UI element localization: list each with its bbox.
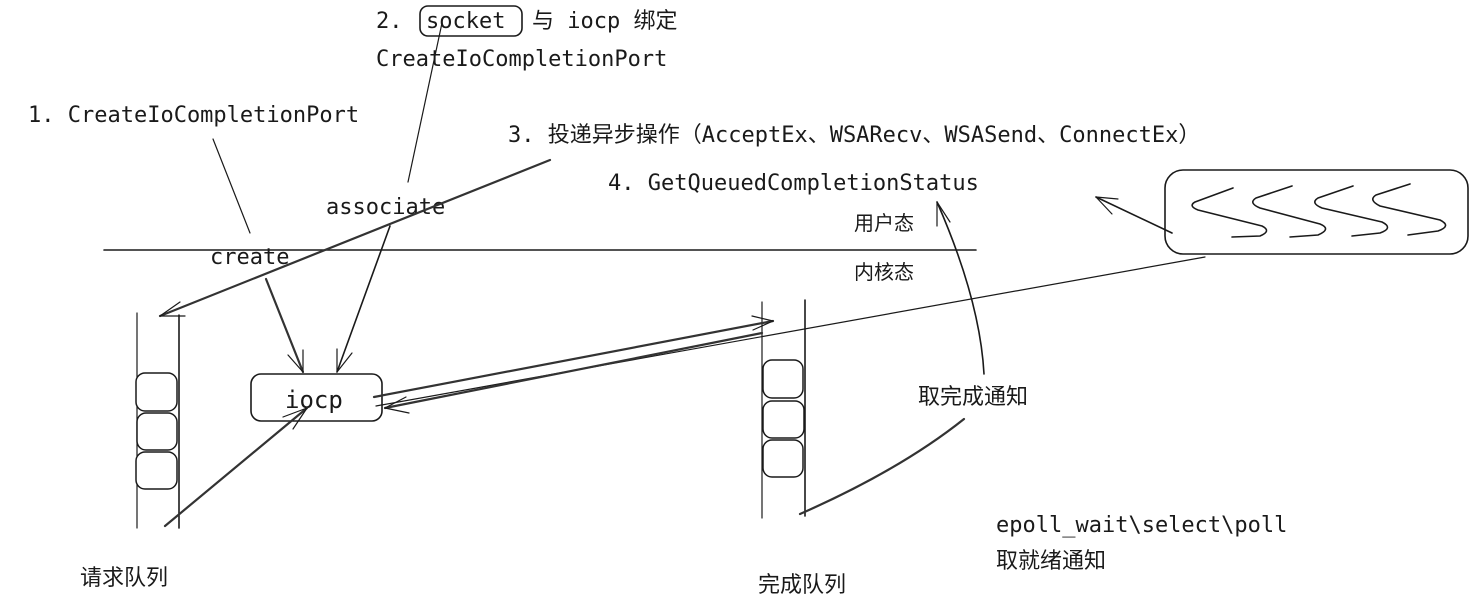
associate-arrow — [336, 225, 391, 373]
step3-text: 3. 投递异步操作（AcceptEx、WSARecv、WSASend、Conne… — [508, 123, 1200, 148]
threads-to-gqcs-arrow — [1095, 196, 1173, 234]
user-mode-label: 用户态 — [854, 211, 914, 235]
thread-pool-zigzag-icon — [1164, 169, 1469, 255]
arrowhead-icon — [287, 349, 304, 373]
completion-queue — [761, 299, 806, 519]
create-arrow — [264, 277, 305, 374]
step2-suffix: 与 iocp 绑定 — [532, 9, 677, 34]
request-queue-label: 请求队列 — [80, 566, 168, 591]
associate-label: associate — [326, 195, 445, 220]
step4-text: 4. GetQueuedCompletionStatus — [608, 171, 979, 196]
completion-slot — [762, 400, 805, 439]
request-to-iocp-arrow — [163, 406, 309, 528]
fetch-completion-label: 取完成通知 — [918, 385, 1028, 410]
completion-to-iocp-arrow — [383, 331, 764, 410]
socket-box — [419, 5, 523, 37]
completion-queue-label: 完成队列 — [758, 573, 846, 598]
arrowhead-icon — [282, 407, 308, 430]
step2-connector — [407, 22, 443, 183]
completion-slot — [762, 439, 804, 478]
arrowhead-icon — [159, 301, 186, 317]
create-label: create — [210, 245, 289, 270]
epoll-apis-label: epoll_wait\select\poll — [996, 513, 1287, 538]
step3-to-request-queue-arrow — [158, 158, 552, 318]
request-slot — [136, 412, 178, 451]
request-queue — [135, 312, 180, 529]
arrowhead-icon — [384, 396, 410, 414]
step2-socket: socket — [426, 9, 505, 34]
threads-to-iocp-line — [375, 256, 1206, 407]
kernel-mode-label: 内核态 — [854, 260, 914, 284]
arrowhead-icon — [751, 315, 774, 331]
iocp-label: iocp — [285, 386, 343, 414]
step1-text: 1. CreateIoCompletionPort — [28, 103, 359, 128]
step1-connector — [212, 138, 251, 234]
completion-queue-to-fetch-line — [798, 417, 966, 516]
fetch-ready-label: 取就绪通知 — [996, 549, 1106, 574]
step2-prefix: 2. — [376, 9, 403, 34]
request-slot — [135, 372, 178, 412]
arrowhead-icon — [336, 348, 353, 373]
step2-api: CreateIoCompletionPort — [376, 47, 667, 72]
arrowhead-icon — [1095, 196, 1119, 215]
completion-slot — [762, 359, 804, 399]
arrowhead-icon — [936, 201, 951, 227]
iocp-to-completion-arrow — [372, 319, 775, 399]
request-slot — [135, 451, 178, 490]
fetch-completion-arrow — [936, 201, 985, 375]
iocp-box — [250, 373, 383, 422]
